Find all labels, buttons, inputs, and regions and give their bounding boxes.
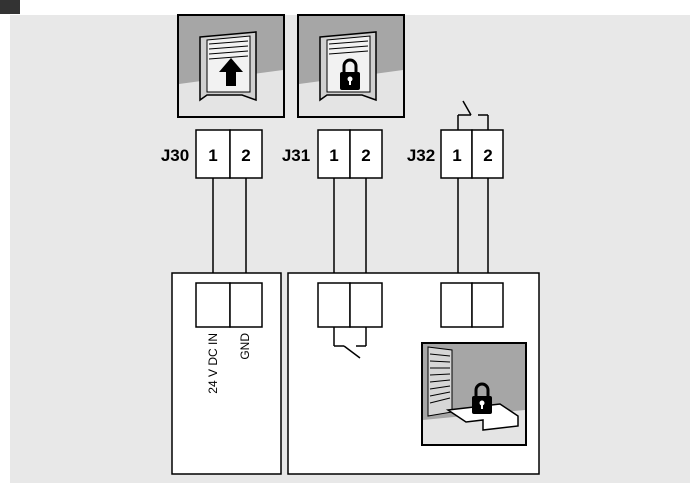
door-open-arrow-icon: [177, 14, 285, 118]
connector-j30-pin2: 2: [241, 146, 250, 165]
connector-j30-pin1: 1: [208, 146, 217, 165]
connector-j30-label: J30: [161, 146, 189, 165]
connector-j31-pin2: 2: [361, 146, 370, 165]
switch-symbol-internal: [333, 327, 367, 359]
terminal-label-gnd: GND: [238, 333, 252, 360]
wires: [212, 178, 489, 283]
controller-box-right: [287, 272, 540, 475]
terminal-label-24v-dc-in: 24 V DC IN: [206, 333, 220, 394]
corner-tab: [0, 0, 20, 14]
connector-j32-pin2: 2: [483, 146, 492, 165]
connector-j31-pin1: 1: [329, 146, 338, 165]
connector-j31-label: J31: [282, 146, 310, 165]
switch-symbol-j32: [457, 100, 489, 130]
controller-box-left: 24 V DC IN GND: [171, 272, 282, 475]
connector-j30: J30 1 2: [161, 129, 263, 179]
shutter-lock-icon: [421, 342, 527, 446]
door-lock-icon: [297, 14, 405, 118]
connector-j32-label: J32: [407, 146, 435, 165]
connector-j32-pin1: 1: [452, 146, 461, 165]
connector-j32: J32 1 2: [407, 129, 504, 179]
